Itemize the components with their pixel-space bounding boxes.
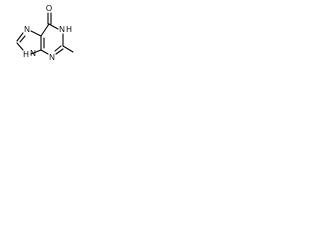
bond-c8-n9: [16, 42, 24, 51]
bond-c2-methyl: [62, 45, 74, 53]
atom-n9: N: [30, 49, 36, 58]
bond-n7-c8: [16, 32, 24, 42]
structure-svg: O N H N N N H: [16, 4, 74, 62]
atom-h1: H: [66, 25, 72, 34]
atom-n1: N: [59, 25, 65, 34]
atom-h9: H: [23, 50, 29, 59]
bond-c5-c6: [40, 23, 50, 37]
bond-c2-n3: [55, 48, 64, 55]
molecule-diagram: O N H N N N H: [0, 0, 88, 89]
atom-oxygen: O: [46, 4, 52, 13]
bond-c5-n7: [30, 30, 42, 37]
bond-n3-c4: [40, 49, 49, 55]
atom-n3: N: [49, 53, 55, 62]
bond-n7-c8-double: [19, 35, 26, 43]
atom-n7: N: [24, 25, 30, 34]
bond-c2-n3-double: [54, 45, 62, 52]
bond-c6-n1: [48, 23, 59, 30]
bond-n9-c4: [30, 49, 42, 55]
